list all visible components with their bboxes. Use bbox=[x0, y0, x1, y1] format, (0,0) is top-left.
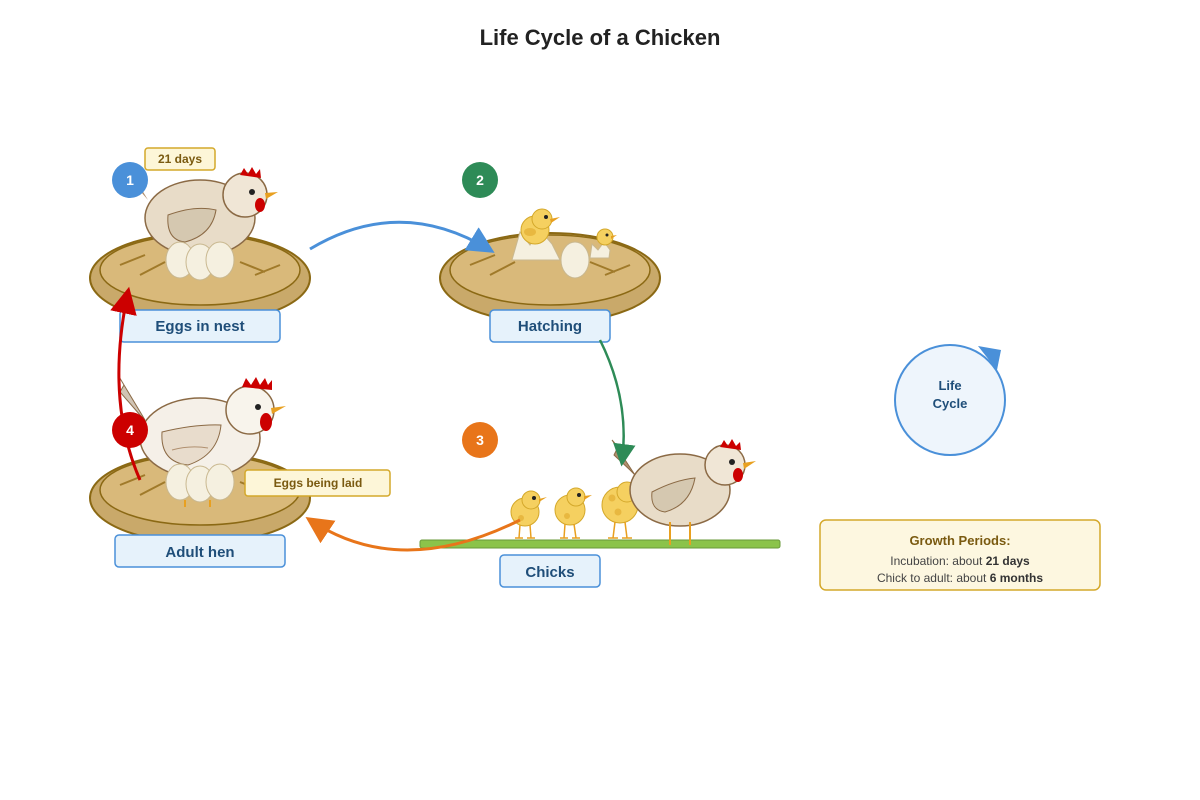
cracked-egg-icon bbox=[560, 241, 590, 279]
cycle-text-line2: Cycle bbox=[933, 396, 968, 411]
stage-hatching: 2 Hatching bbox=[439, 162, 661, 343]
arrow-hatching-to-chicks bbox=[598, 339, 636, 467]
arrow-eggs-to-hatching bbox=[309, 220, 495, 253]
stage-label-box-4: Adult hen bbox=[114, 534, 286, 568]
growth-periods-title: Growth Periods: bbox=[909, 533, 1010, 548]
stage-chicks: 3 Chicks bbox=[419, 422, 781, 588]
incubation-tag-text: 21 days bbox=[158, 152, 202, 166]
stage-badge-4: 4 bbox=[112, 412, 148, 448]
stage-label-box-1: Eggs in nest bbox=[119, 309, 281, 343]
life-cycle-badge: Life Cycle bbox=[894, 344, 1006, 456]
diagram-title: Life Cycle of a Chicken bbox=[480, 25, 721, 50]
stage-number-2: 2 bbox=[476, 172, 484, 188]
chick-small-icon bbox=[510, 490, 547, 539]
incubation-tag: 21 days bbox=[144, 147, 216, 171]
hatching-chick-icon bbox=[511, 208, 561, 261]
stage-label-4: Adult hen bbox=[165, 544, 234, 561]
stage-label-2: Hatching bbox=[518, 318, 582, 335]
arrow-adult-to-eggs bbox=[110, 286, 142, 481]
maturity-value: 6 months bbox=[990, 571, 1044, 585]
maturity-line: Chick to adult: about 6 months bbox=[877, 571, 1043, 585]
arrow-chicks-to-adult bbox=[305, 517, 521, 552]
cycle-arrow-icon bbox=[978, 346, 1001, 370]
stage-label-box-2: Hatching bbox=[489, 309, 611, 343]
cycle-text-line1: Life bbox=[938, 378, 961, 393]
stage-badge-3: 3 bbox=[462, 422, 498, 458]
small-chick-icon bbox=[589, 228, 617, 259]
growth-periods-box: Growth Periods: Incubation: about 21 day… bbox=[819, 519, 1101, 591]
incubation-line: Incubation: about 21 days bbox=[890, 554, 1030, 568]
stage-label-box-3: Chicks bbox=[499, 554, 601, 588]
hen-standing-icon bbox=[611, 439, 756, 545]
incubation-label: Incubation: about bbox=[890, 554, 985, 568]
stage-number-3: 3 bbox=[476, 432, 484, 448]
stage-eggs-in-nest: 21 days 1 Eggs in nest bbox=[89, 147, 311, 343]
laying-tag: Eggs being laid bbox=[244, 469, 391, 497]
stage-badge-1: 1 bbox=[112, 162, 148, 198]
stage-number-1: 1 bbox=[126, 172, 134, 188]
stage-number-4: 4 bbox=[126, 422, 134, 438]
stage-label-3: Chicks bbox=[525, 564, 574, 581]
stage-label-1: Eggs in nest bbox=[155, 318, 244, 335]
hen-laying-icon bbox=[117, 374, 286, 479]
maturity-label: Chick to adult: about bbox=[877, 571, 990, 585]
laid-eggs-icon bbox=[165, 463, 235, 507]
grass-ground bbox=[419, 539, 781, 549]
incubation-value: 21 days bbox=[986, 554, 1030, 568]
chick-medium-icon bbox=[554, 487, 592, 539]
stage-adult-hen: Eggs being laid Adult hen bbox=[89, 374, 391, 568]
laying-tag-text: Eggs being laid bbox=[274, 476, 363, 490]
eggs-icon bbox=[165, 241, 235, 281]
stage-badge-2: 2 bbox=[462, 162, 498, 198]
